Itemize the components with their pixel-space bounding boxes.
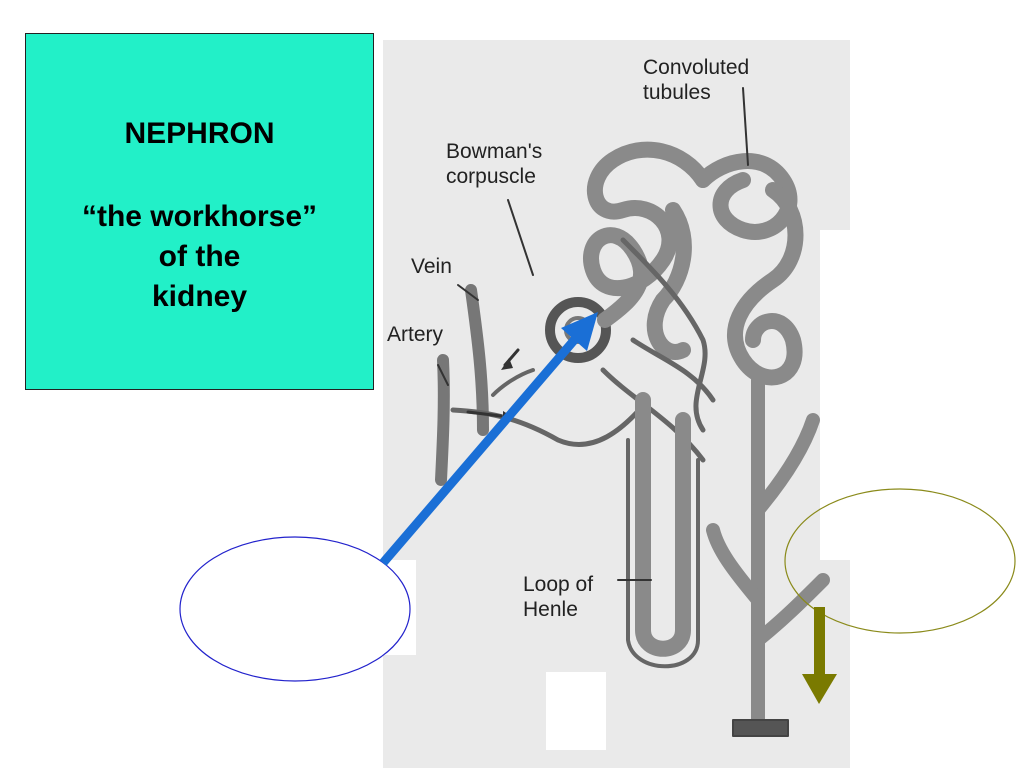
title-line-1: “the workhorse” (81, 200, 318, 233)
label-convoluted-tubules-1: Convoluted (643, 56, 750, 79)
collecting-duct (706, 373, 830, 727)
label-loop-of-henle-1: Loop of (523, 573, 594, 596)
label-convoluted-tubules-2: tubules (643, 81, 711, 104)
label-vein: Vein (411, 255, 452, 278)
label-bowmans-2: corpuscle (446, 165, 536, 188)
label-bowmans-1: Bowman's (446, 140, 543, 163)
bowmans-capsule (545, 297, 611, 363)
label-loop-of-henle-2: Henle (523, 598, 578, 621)
title-box: NEPHRON “the workhorse” of the kidney (25, 33, 374, 390)
loop-of-henle (635, 392, 691, 657)
title-heading: NEPHRON (124, 117, 275, 150)
blank-label-ellipse-left[interactable] (179, 536, 411, 682)
title-line-2: of the (158, 240, 241, 273)
title-line-3: kidney (151, 280, 248, 313)
label-artery: Artery (387, 323, 444, 346)
convoluted-tubules (583, 141, 804, 386)
nephron-figure: Convoluted tubules Bowman's corpuscle Ve… (383, 40, 850, 768)
vein-vessel (465, 284, 489, 436)
